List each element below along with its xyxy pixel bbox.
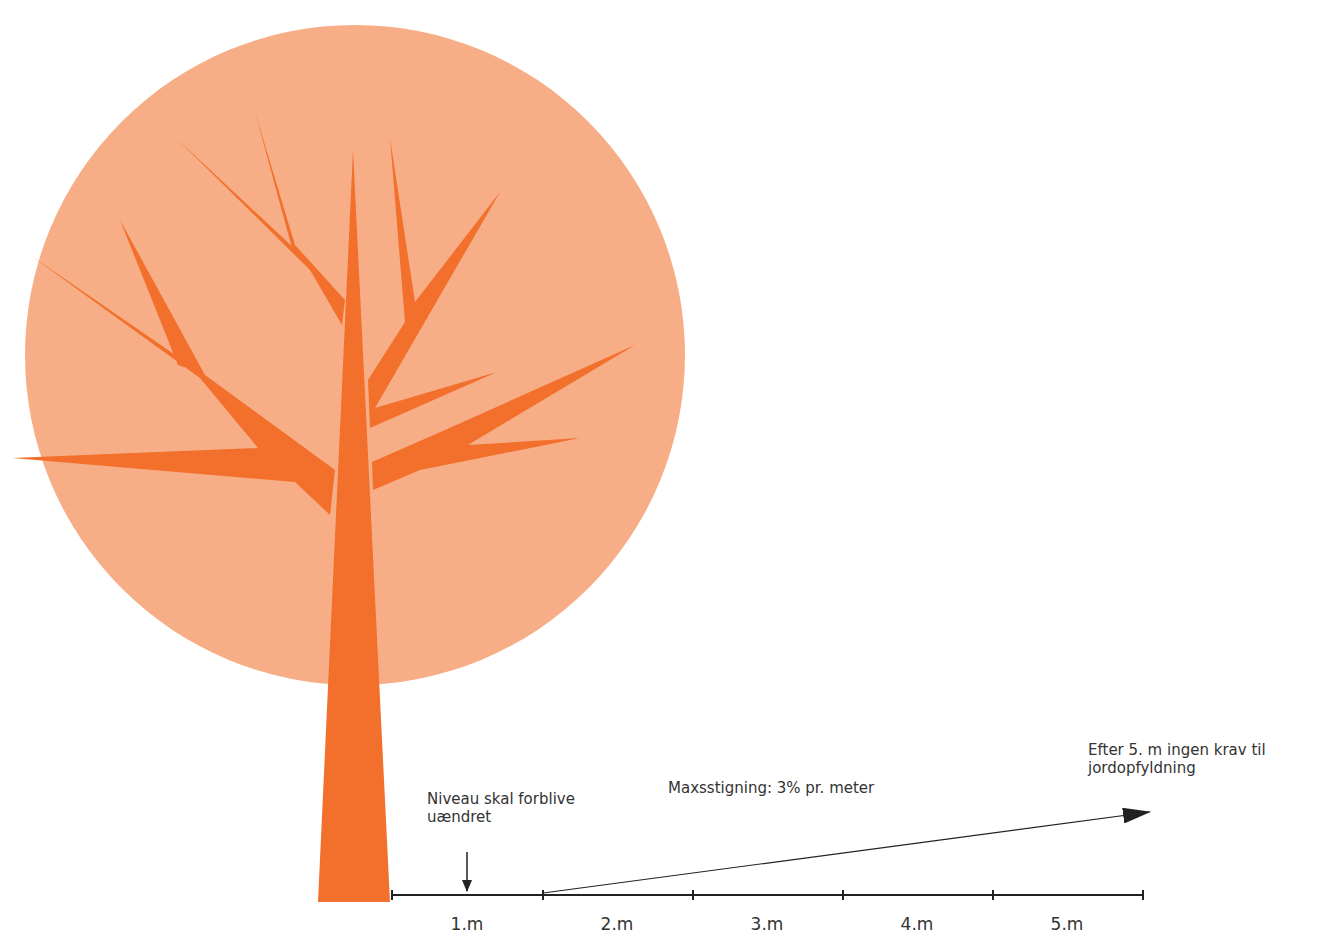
distance-label: 2.m [601, 914, 634, 934]
level-note: Niveau skal forblive uændret [427, 790, 577, 826]
slope-note: Maxsstigning: 3% pr. meter [668, 779, 874, 797]
fill-note: Efter 5. m ingen krav til jordopfyldning [1088, 741, 1280, 777]
level-arrow [466, 852, 468, 891]
distance-label: 5.m [1051, 914, 1084, 934]
distance-label: 4.m [901, 914, 934, 934]
distance-label: 1.m [451, 914, 484, 934]
tree-branches [12, 112, 635, 902]
distance-label: 3.m [751, 914, 784, 934]
scale-bar [392, 890, 1143, 900]
ground-line [0, 940, 1000, 942]
slope-arrow [543, 812, 1150, 893]
